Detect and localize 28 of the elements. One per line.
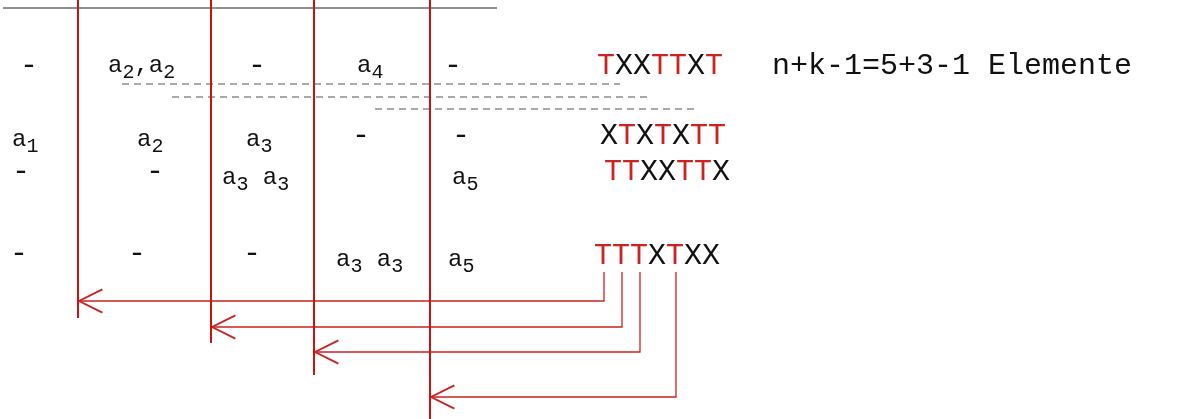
dash-mark: - (243, 238, 261, 270)
element-label: a$_{5}$ (448, 245, 475, 280)
dash-mark: - (444, 50, 462, 82)
element-label: a$_{2}$,a$_{2}$ (108, 51, 176, 86)
leader-arrow (211, 271, 623, 340)
dash-mark: - (10, 238, 28, 270)
leader-arrow (78, 271, 605, 314)
leader-arrow (314, 271, 641, 365)
sequence-text: XTXTXTT (600, 120, 727, 152)
sequence-text: TTXXTTX (604, 156, 731, 188)
leader-arrow (430, 271, 677, 410)
element-label: a$_{4}$ (357, 51, 384, 86)
dash-mark: - (352, 120, 370, 152)
formula-text: n+k-1=5+3-1 Elemente (772, 50, 1133, 82)
divider-line (313, 0, 315, 375)
element-label: a$_{3}$ a$_{3}$ (222, 163, 290, 198)
sequence-text: TXXTTXT (597, 50, 724, 82)
dash-mark: - (452, 120, 470, 152)
element-label: a$_{3}$ a$_{3}$ (336, 245, 404, 280)
element-label: a$_{3}$ (246, 125, 273, 160)
dash-mark: - (248, 50, 266, 82)
dash-mark: - (20, 50, 38, 82)
element-label: a$_{5}$ (452, 163, 479, 198)
divider-line (210, 0, 212, 343)
divider-line (77, 0, 79, 318)
divider-line (429, 0, 431, 419)
dash-mark: - (128, 238, 146, 270)
sequence-text: TTTXTXX (594, 240, 721, 272)
